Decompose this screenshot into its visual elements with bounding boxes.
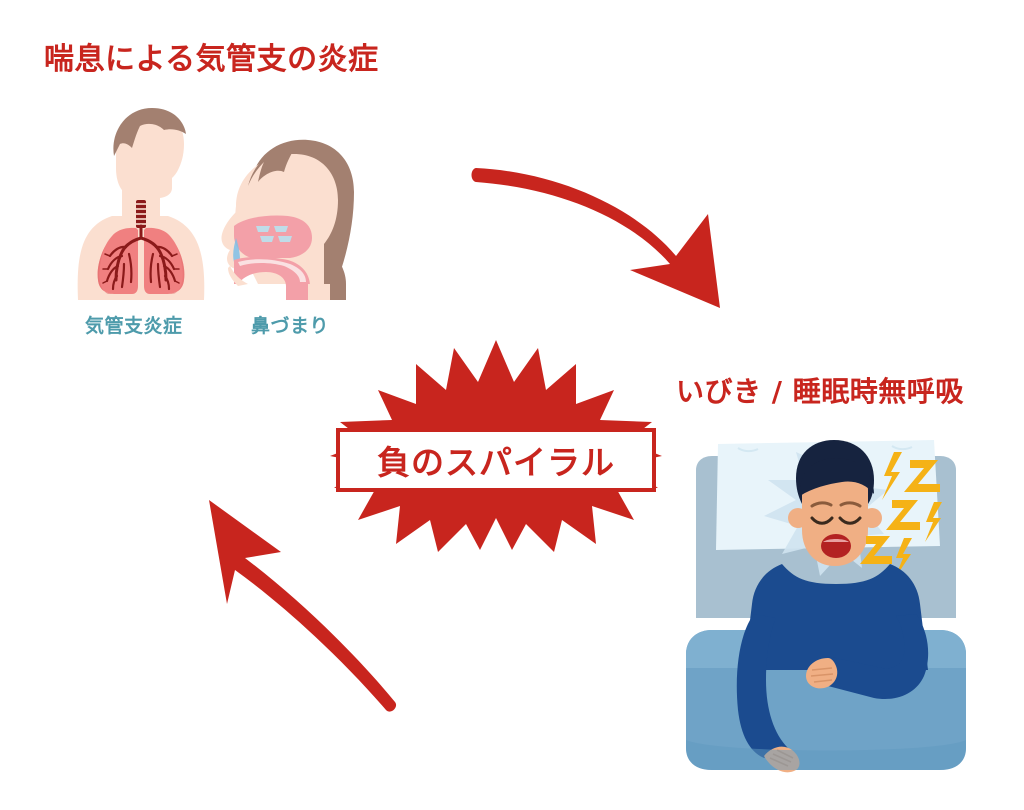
lungs-torso-icon [68,104,214,300]
caption-nasal-congestion: 鼻づまり [251,315,330,337]
status-badge: 負のスパイラル [328,338,664,552]
arrow-bottom-left-icon [183,486,429,722]
label-snoring-sleep-apnea: いびき / 睡眠時無呼吸 [676,375,964,408]
sleeping-man-snoring-icon [678,418,974,780]
nasal-congestion-head-icon [212,134,368,300]
caption-bronchitis: 気管支炎症 [85,315,183,337]
arrow-top-right-icon [458,152,754,318]
page-title: 喘息による気管支の炎症 [44,42,379,77]
